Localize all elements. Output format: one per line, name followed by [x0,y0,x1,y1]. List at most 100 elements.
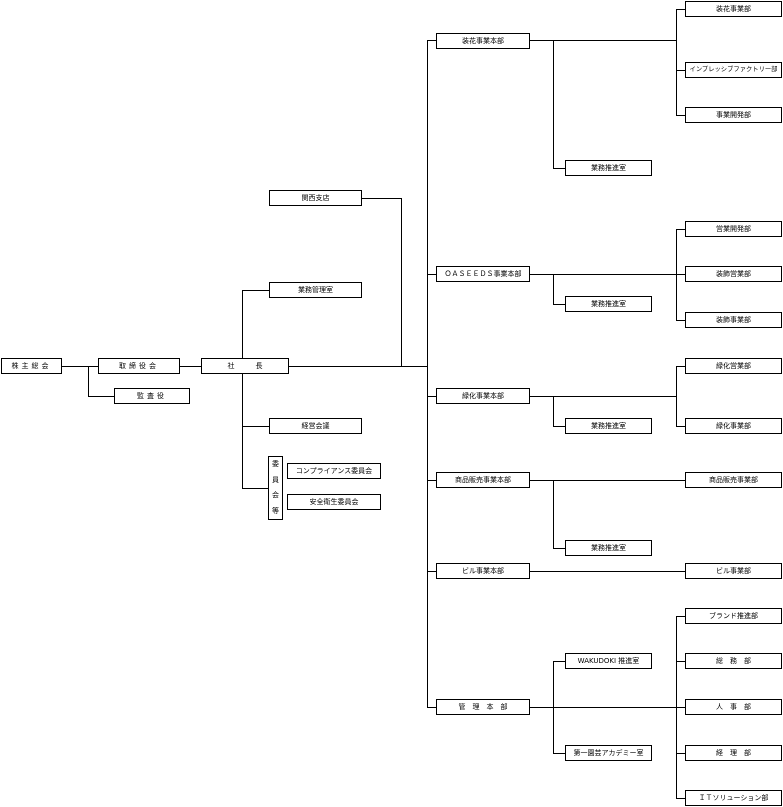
box-label: 安全衛生委員会 [309,497,359,506]
box-label: 業務推進室 [591,543,626,552]
box-label: 業務推進室 [591,163,626,172]
connector [676,229,677,320]
connector [427,40,436,41]
connector [676,70,685,71]
box-label: 監査役 [137,391,167,400]
box-label: 緑化営業部 [716,361,751,370]
connector [553,548,565,549]
connector [401,198,402,367]
connector [88,366,89,396]
dept-box: 装飾事業部 [685,312,782,328]
connector [427,396,436,397]
dept-box: ブランド推進部 [685,608,782,624]
box-label: ビル事業部 [716,566,751,575]
box-label: 経 理 部 [716,748,751,757]
connector [553,274,554,304]
box-label: WAKUDOKI 推進室 [577,656,640,665]
box-label: コンプライアンス委員会 [295,466,373,475]
box-label: 商品販売事業部 [709,475,758,484]
connector [427,40,428,707]
box-label: 緑化事業本部 [462,391,504,400]
box-label: 経営会議 [301,421,330,430]
board-of-directors-box: 取締役会 [98,358,180,374]
connector [530,571,685,572]
box-label: ＯＡＳＥＥＤＳ事業本部 [444,269,522,278]
management-meeting-box: 経営会議 [269,418,362,434]
box-label: 事業開発部 [716,110,751,119]
connector [427,571,436,572]
box-label: 第一園芸アカデミー室 [573,748,644,757]
connector [427,274,436,275]
connector [676,115,685,116]
connector [553,661,565,662]
dept-box: ＩＴソリューション部 [685,790,782,806]
connector [676,616,685,617]
connector [676,9,685,10]
wakudoki-office-box: WAKUDOKI 推進室 [565,653,652,669]
oaseeds-office-box: 業務推進室 [565,296,652,312]
dept-box: 装飾営業部 [685,266,782,282]
committees-char: 員 [272,475,279,484]
dept-box: 事業開発部 [685,107,782,123]
box-label: 装飾事業部 [716,315,751,324]
box-label: ビル事業本部 [462,566,504,575]
dept-box: 商品販売事業部 [685,472,782,488]
connector [676,320,685,321]
academy-office-box: 第一園芸アカデミー室 [565,745,652,761]
connector [180,366,201,367]
connector [676,798,685,799]
committees-box: 委 員 会 等 [268,456,283,520]
committees-char: 等 [272,506,279,515]
ryokka-office-box: 業務推進室 [565,418,652,434]
box-label: 商品販売事業本部 [455,475,511,484]
dept-box: 総 務 部 [685,653,782,669]
box-label: 業務推進室 [591,421,626,430]
dept-box: 緑化事業部 [685,418,782,434]
dept-box: 営業開発部 [685,221,782,237]
committees-char: 会 [272,491,279,500]
box-label: ＩＴソリューション部 [698,793,769,802]
connector [427,707,436,708]
box-label: 装花事業本部 [462,36,504,45]
biru-division-box: ビル事業本部 [436,563,530,579]
shohin-office-box: 業務推進室 [565,540,652,556]
box-label: 人 事 部 [716,702,751,711]
connector [62,366,98,367]
box-label: 装飾営業部 [716,269,751,278]
connector [530,480,685,481]
connector [553,426,565,427]
connector [553,304,565,305]
connector [676,426,685,427]
connector [427,480,436,481]
connector [676,753,685,754]
box-label: ブランド推進部 [709,611,758,620]
president-box: 社 長 [201,358,289,374]
kanri-division-box: 管 理 本 部 [436,699,530,715]
dept-box: インプレッシブファクトリー部 [685,62,782,78]
oaseeds-division-box: ＯＡＳＥＥＤＳ事業本部 [436,266,530,282]
connector [289,366,427,367]
connector [553,480,554,548]
connector [553,168,565,169]
dept-box: 人 事 部 [685,699,782,715]
box-label: 取締役会 [119,361,159,370]
box-label: 緑化事業部 [716,421,751,430]
connector [242,290,243,488]
shareholders-meeting-box: 株主総会 [1,358,62,374]
dept-box: 緑化営業部 [685,358,782,374]
connector [362,198,402,199]
box-label: 管 理 本 部 [458,702,508,711]
connector [553,396,554,426]
connector [553,661,554,753]
connector [530,396,677,397]
connector [676,661,685,662]
connector [530,707,685,708]
box-label: 株主総会 [11,361,52,370]
connector [676,229,685,230]
admin-office-box: 業務管理室 [269,282,362,298]
box-label: 関西支店 [301,193,330,202]
connector [676,366,685,367]
compliance-committee-box: コンプライアンス委員会 [287,463,381,479]
dept-box: 経 理 部 [685,745,782,761]
